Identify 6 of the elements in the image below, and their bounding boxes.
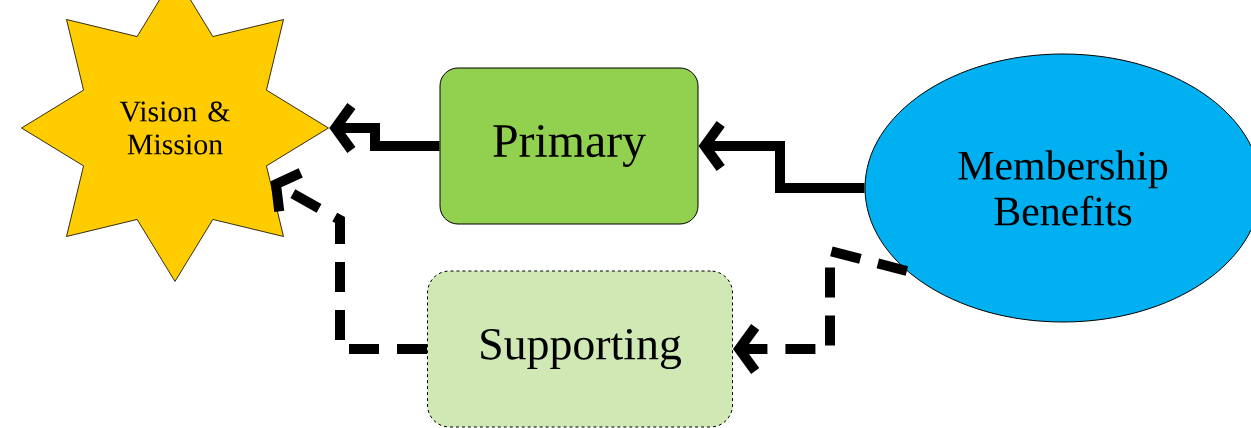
process-box: Supporting bbox=[427, 270, 733, 428]
arrow bbox=[733, 244, 909, 374]
process-box: Primary bbox=[439, 67, 699, 225]
arrow bbox=[698, 121, 865, 193]
arrow bbox=[329, 103, 440, 153]
arrow bbox=[270, 168, 427, 354]
